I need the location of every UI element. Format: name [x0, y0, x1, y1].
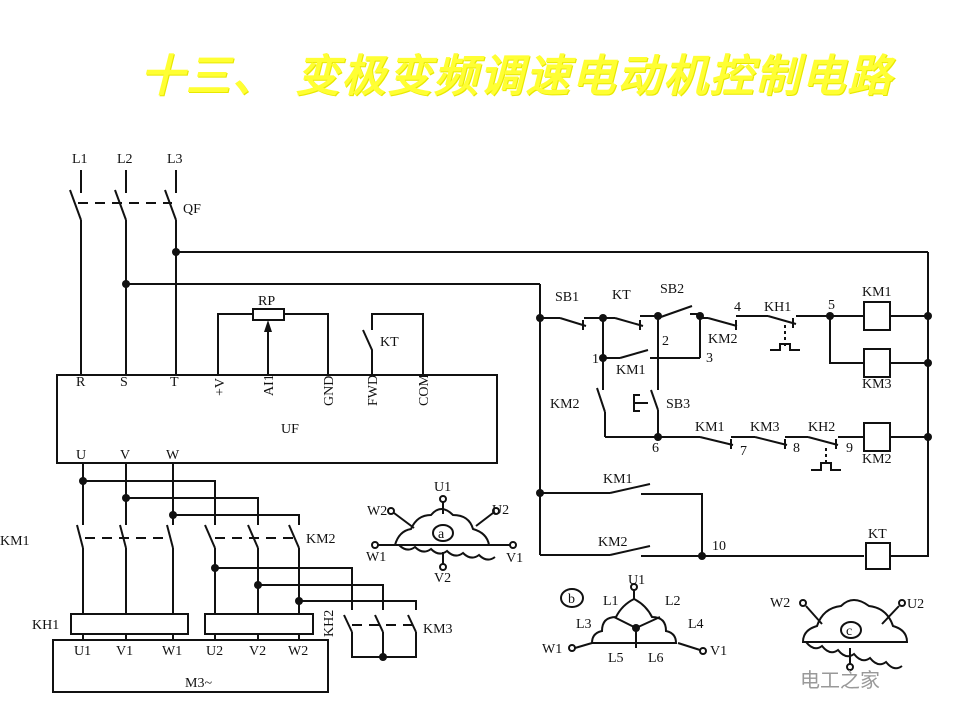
label-L1: L1 [72, 152, 88, 167]
label-SB3: SB3 [666, 397, 690, 412]
label-node-5: 5 [828, 298, 835, 313]
inverter-uf [56, 374, 498, 464]
label-motor-W2: W2 [288, 644, 308, 659]
label-b-U1: U1 [628, 573, 645, 588]
label-a-V2: V2 [434, 571, 451, 586]
winding-diagram-a [371, 495, 517, 571]
label-node-1: 1 [592, 352, 599, 367]
label-fwd: FWD [366, 375, 381, 406]
power-supply [69, 170, 929, 555]
label-R: R [76, 375, 86, 390]
label-KM3-coil: KM3 [862, 377, 892, 392]
label-b-L4: L4 [688, 617, 704, 632]
label-V: V [120, 448, 130, 463]
label-motor-U2: U2 [206, 644, 223, 659]
label-c-U2: U2 [907, 597, 924, 612]
label-motor-M3: M3~ [185, 676, 212, 691]
label-KM2-contact-2: KM2 [550, 397, 580, 412]
label-node-2: 2 [662, 334, 669, 349]
label-T: T [170, 375, 179, 390]
label-a-W1: W1 [366, 550, 386, 565]
label-KM1-contact-2: KM1 [695, 420, 725, 435]
label-b-W1: W1 [542, 642, 562, 657]
label-node-6: 6 [652, 441, 659, 456]
label-motor-V1: V1 [116, 644, 133, 659]
label-KM1-coil: KM1 [862, 285, 892, 300]
label-S: S [120, 375, 128, 390]
main-circuit [52, 463, 417, 693]
label-SB1: SB1 [555, 290, 579, 305]
label-b-L3: L3 [576, 617, 592, 632]
label-KM2-contact-3: KM2 [598, 535, 628, 550]
label-KH2-main: KH2 [322, 610, 337, 637]
winding-diagram-b [560, 583, 707, 655]
watermark: 电工之家 [800, 668, 880, 692]
label-KH2-contact: KH2 [808, 420, 835, 435]
label-node-3: 3 [706, 351, 713, 366]
label-ai1: AI1 [262, 374, 277, 396]
label-a-U1: U1 [434, 480, 451, 495]
label-a: a [438, 527, 445, 542]
label-plus-v: +V [213, 378, 228, 396]
label-b-L2: L2 [665, 594, 681, 609]
label-KT-fwd: KT [380, 335, 399, 350]
label-KM3-main: KM3 [423, 622, 453, 637]
potentiometer-rp [217, 308, 424, 375]
label-b-L5: L5 [608, 651, 624, 666]
label-b-L1: L1 [603, 594, 619, 609]
label-a-V1: V1 [506, 551, 523, 566]
label-a-U2: U2 [492, 503, 509, 518]
control-circuit [536, 252, 932, 570]
label-motor-U1: U1 [74, 644, 91, 659]
winding-diagram-c [799, 599, 909, 671]
label-KM1-main: KM1 [0, 534, 30, 549]
label-b: b [568, 592, 575, 607]
label-RP: RP [258, 294, 275, 309]
label-KH1-main: KH1 [32, 618, 59, 633]
label-a-W2: W2 [367, 504, 387, 519]
label-b-V1: V1 [710, 644, 727, 659]
label-node-8: 8 [793, 441, 800, 456]
label-QF: QF [183, 202, 201, 217]
label-L2: L2 [117, 152, 133, 167]
label-node-10: 10 [712, 539, 726, 554]
label-L3: L3 [167, 152, 183, 167]
label-SB2: SB2 [660, 282, 684, 297]
label-motor-W1: W1 [162, 644, 182, 659]
label-c: c [846, 624, 852, 639]
label-com: COM [417, 374, 432, 406]
label-KT-coil: KT [868, 527, 887, 542]
label-KM2-coil: KM2 [862, 452, 892, 467]
label-KM2-main: KM2 [306, 532, 336, 547]
label-b-L6: L6 [648, 651, 664, 666]
label-W: W [166, 448, 180, 463]
label-c-W2: W2 [770, 596, 790, 611]
label-KT-contact: KT [612, 288, 631, 303]
label-node-4: 4 [734, 300, 741, 315]
page-title: 十三、 变极变频调速电动机控制电路 [140, 51, 894, 102]
label-KH1-contact: KH1 [764, 300, 791, 315]
label-KM1-contact: KM1 [616, 363, 646, 378]
label-motor-V2: V2 [249, 644, 266, 659]
label-KM2-contact: KM2 [708, 332, 738, 347]
label-U: U [76, 448, 86, 463]
label-gnd: GND [322, 376, 337, 406]
label-node-9: 9 [846, 441, 853, 456]
label-node-7: 7 [740, 444, 747, 459]
label-UF: UF [281, 422, 299, 437]
label-KM1-contact-3: KM1 [603, 472, 633, 487]
label-KM3-contact: KM3 [750, 420, 780, 435]
